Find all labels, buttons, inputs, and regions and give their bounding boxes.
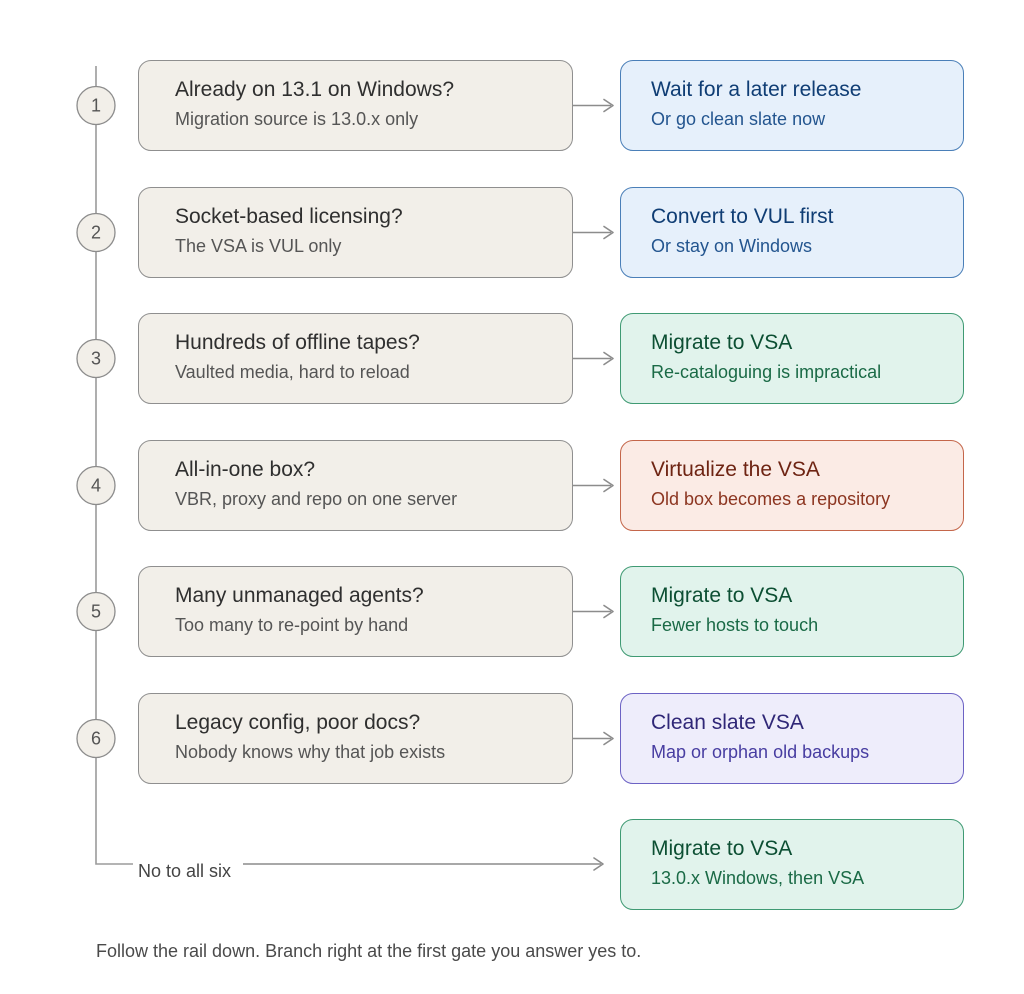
branch-arrow-head (603, 351, 614, 366)
outcome-title: Migrate to VSA (651, 331, 793, 354)
step-number: 3 (91, 349, 101, 369)
rail-line (95, 66, 133, 865)
fallback-label: No to all six (133, 859, 237, 883)
step-number: 1 (91, 96, 101, 116)
gate-question: Many unmanaged agents? (175, 584, 424, 607)
outcome-detail: Map or orphan old backups (651, 742, 870, 762)
branch-arrow-head (603, 98, 614, 113)
outcome-title: Clean slate VSA (651, 711, 804, 734)
outcome-box: Wait for a later release Or go clean slat… (620, 60, 964, 151)
outcome-title: Virtualize the VSA (651, 458, 820, 481)
step-circle (76, 338, 116, 379)
outcome-detail: Re-cataloguing is impractical (651, 362, 882, 382)
outcome-detail: Fewer hosts to touch (651, 615, 819, 635)
step-circle (76, 212, 116, 253)
fallback-outcome-detail: 13.0.x Windows, then VSA (651, 868, 865, 888)
branch-arrow-head (603, 731, 614, 746)
gate-detail: Migration source is 13.0.x only (175, 109, 419, 129)
outcome-title: Migrate to VSA (651, 584, 793, 607)
outcome-title: Convert to VUL first (651, 205, 834, 228)
outcome-box: Clean slate VSA Map or orphan old backups (620, 693, 964, 784)
fallback-outcome-title: Migrate to VSA (651, 837, 793, 860)
gate-box: Hundreds of offline tapes? Vaulted media,… (138, 313, 573, 404)
outcome-detail: Or go clean slate now (651, 109, 826, 129)
step-number: 2 (91, 223, 101, 243)
gate-question: Already on 13.1 on Windows? (175, 78, 454, 101)
fallback-outcome-box: Migrate to VSA 13.0.x Windows, then VSA (620, 819, 964, 910)
gate-detail: VBR, proxy and repo on one server (175, 489, 458, 509)
gate-question: All-in-one box? (175, 458, 316, 481)
gate-detail: The VSA is VUL only (175, 236, 342, 256)
branch-arrow-head (603, 225, 614, 240)
gate-detail: Too many to re-point by hand (175, 615, 409, 635)
gate-box: Socket-based licensing? The VSA is VUL on… (138, 187, 573, 278)
footer-note: Follow the rail down. Branch right at th… (96, 941, 642, 961)
step-number: 5 (91, 602, 101, 622)
gate-box: Legacy config, poor docs? Nobody knows wh… (138, 693, 573, 784)
gate-question: Legacy config, poor docs? (175, 711, 421, 734)
outcome-box: Migrate to VSA Fewer hosts to touch (620, 566, 964, 657)
gate-detail: Vaulted media, hard to reload (175, 362, 410, 382)
step-number: 4 (91, 476, 101, 496)
step-circle (76, 718, 116, 759)
outcome-box: Virtualize the VSA Old box becomes a repo… (620, 440, 964, 531)
step-circle (76, 85, 116, 126)
outcome-box: Migrate to VSA Re-cataloguing is impracti… (620, 313, 964, 404)
fallback-arrow-head (593, 857, 604, 871)
outcome-title: Wait for a later release (651, 78, 862, 101)
step-circle (76, 465, 116, 506)
gate-box: Already on 13.1 on Windows? Migration sou… (138, 60, 573, 151)
gate-question: Socket-based licensing? (175, 205, 403, 228)
branch-arrow-head (603, 478, 614, 493)
step-circle (76, 591, 116, 632)
step-number: 6 (91, 729, 101, 749)
gate-detail: Nobody knows why that job exists (175, 742, 446, 762)
gate-question: Hundreds of offline tapes? (175, 331, 420, 354)
branch-arrow-head (603, 604, 614, 619)
outcome-box: Convert to VUL first Or stay on Windows (620, 187, 964, 278)
gate-box: All-in-one box? VBR, proxy and repo on on… (138, 440, 573, 531)
outcome-detail: Old box becomes a repository (651, 489, 891, 509)
gate-box: Many unmanaged agents? Too many to re-poi… (138, 566, 573, 657)
outcome-detail: Or stay on Windows (651, 236, 813, 256)
